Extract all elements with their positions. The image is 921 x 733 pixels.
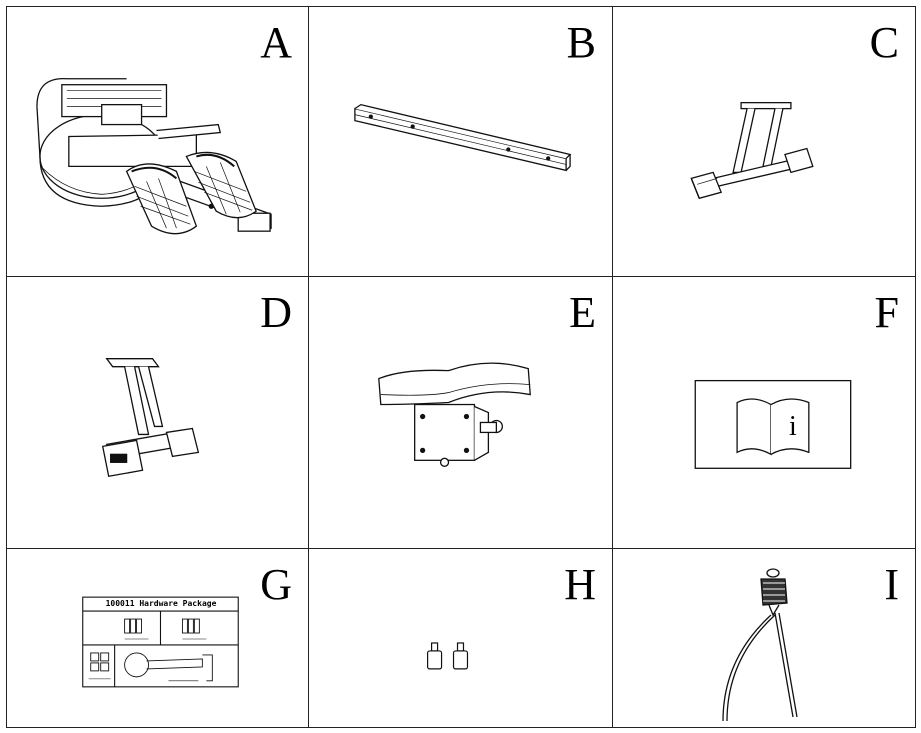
part-label: C: [869, 18, 899, 67]
part-cell-f: i F: [613, 277, 915, 549]
end-caps-icon: [309, 549, 612, 727]
part-label: G: [260, 560, 292, 609]
part-cell-b: B: [309, 7, 613, 277]
part-cell-h: H: [309, 549, 613, 727]
hardware-package-icon: 100011 Hardware Package: [7, 549, 308, 727]
part-label: E: [569, 288, 596, 337]
part-label: I: [884, 560, 899, 609]
part-cell-a: A: [7, 7, 309, 277]
hardware-package-title: 100011 Hardware Package: [105, 599, 217, 608]
manual-icon: i: [613, 277, 915, 548]
part-cell-g: 100011 Hardware Package G: [7, 549, 309, 727]
seat-assembly-icon: [309, 277, 612, 548]
rail-beam-icon: [309, 7, 612, 276]
part-cell-e: E: [309, 277, 613, 549]
parts-list-grid: A B: [6, 6, 916, 728]
part-cell-i: I: [613, 549, 915, 727]
part-label: D: [260, 288, 292, 337]
part-label: B: [566, 18, 596, 67]
part-cell-d: D: [7, 277, 309, 549]
part-label: F: [874, 288, 899, 337]
part-label: H: [564, 560, 596, 609]
sensor-cable-icon: [613, 549, 915, 727]
part-label: A: [260, 18, 292, 67]
front-stabilizer-icon: [613, 7, 915, 276]
rear-support-icon: [7, 277, 308, 548]
part-cell-c: C: [613, 7, 915, 277]
rower-main-frame-icon: [7, 7, 308, 276]
info-glyph: i: [789, 411, 797, 442]
